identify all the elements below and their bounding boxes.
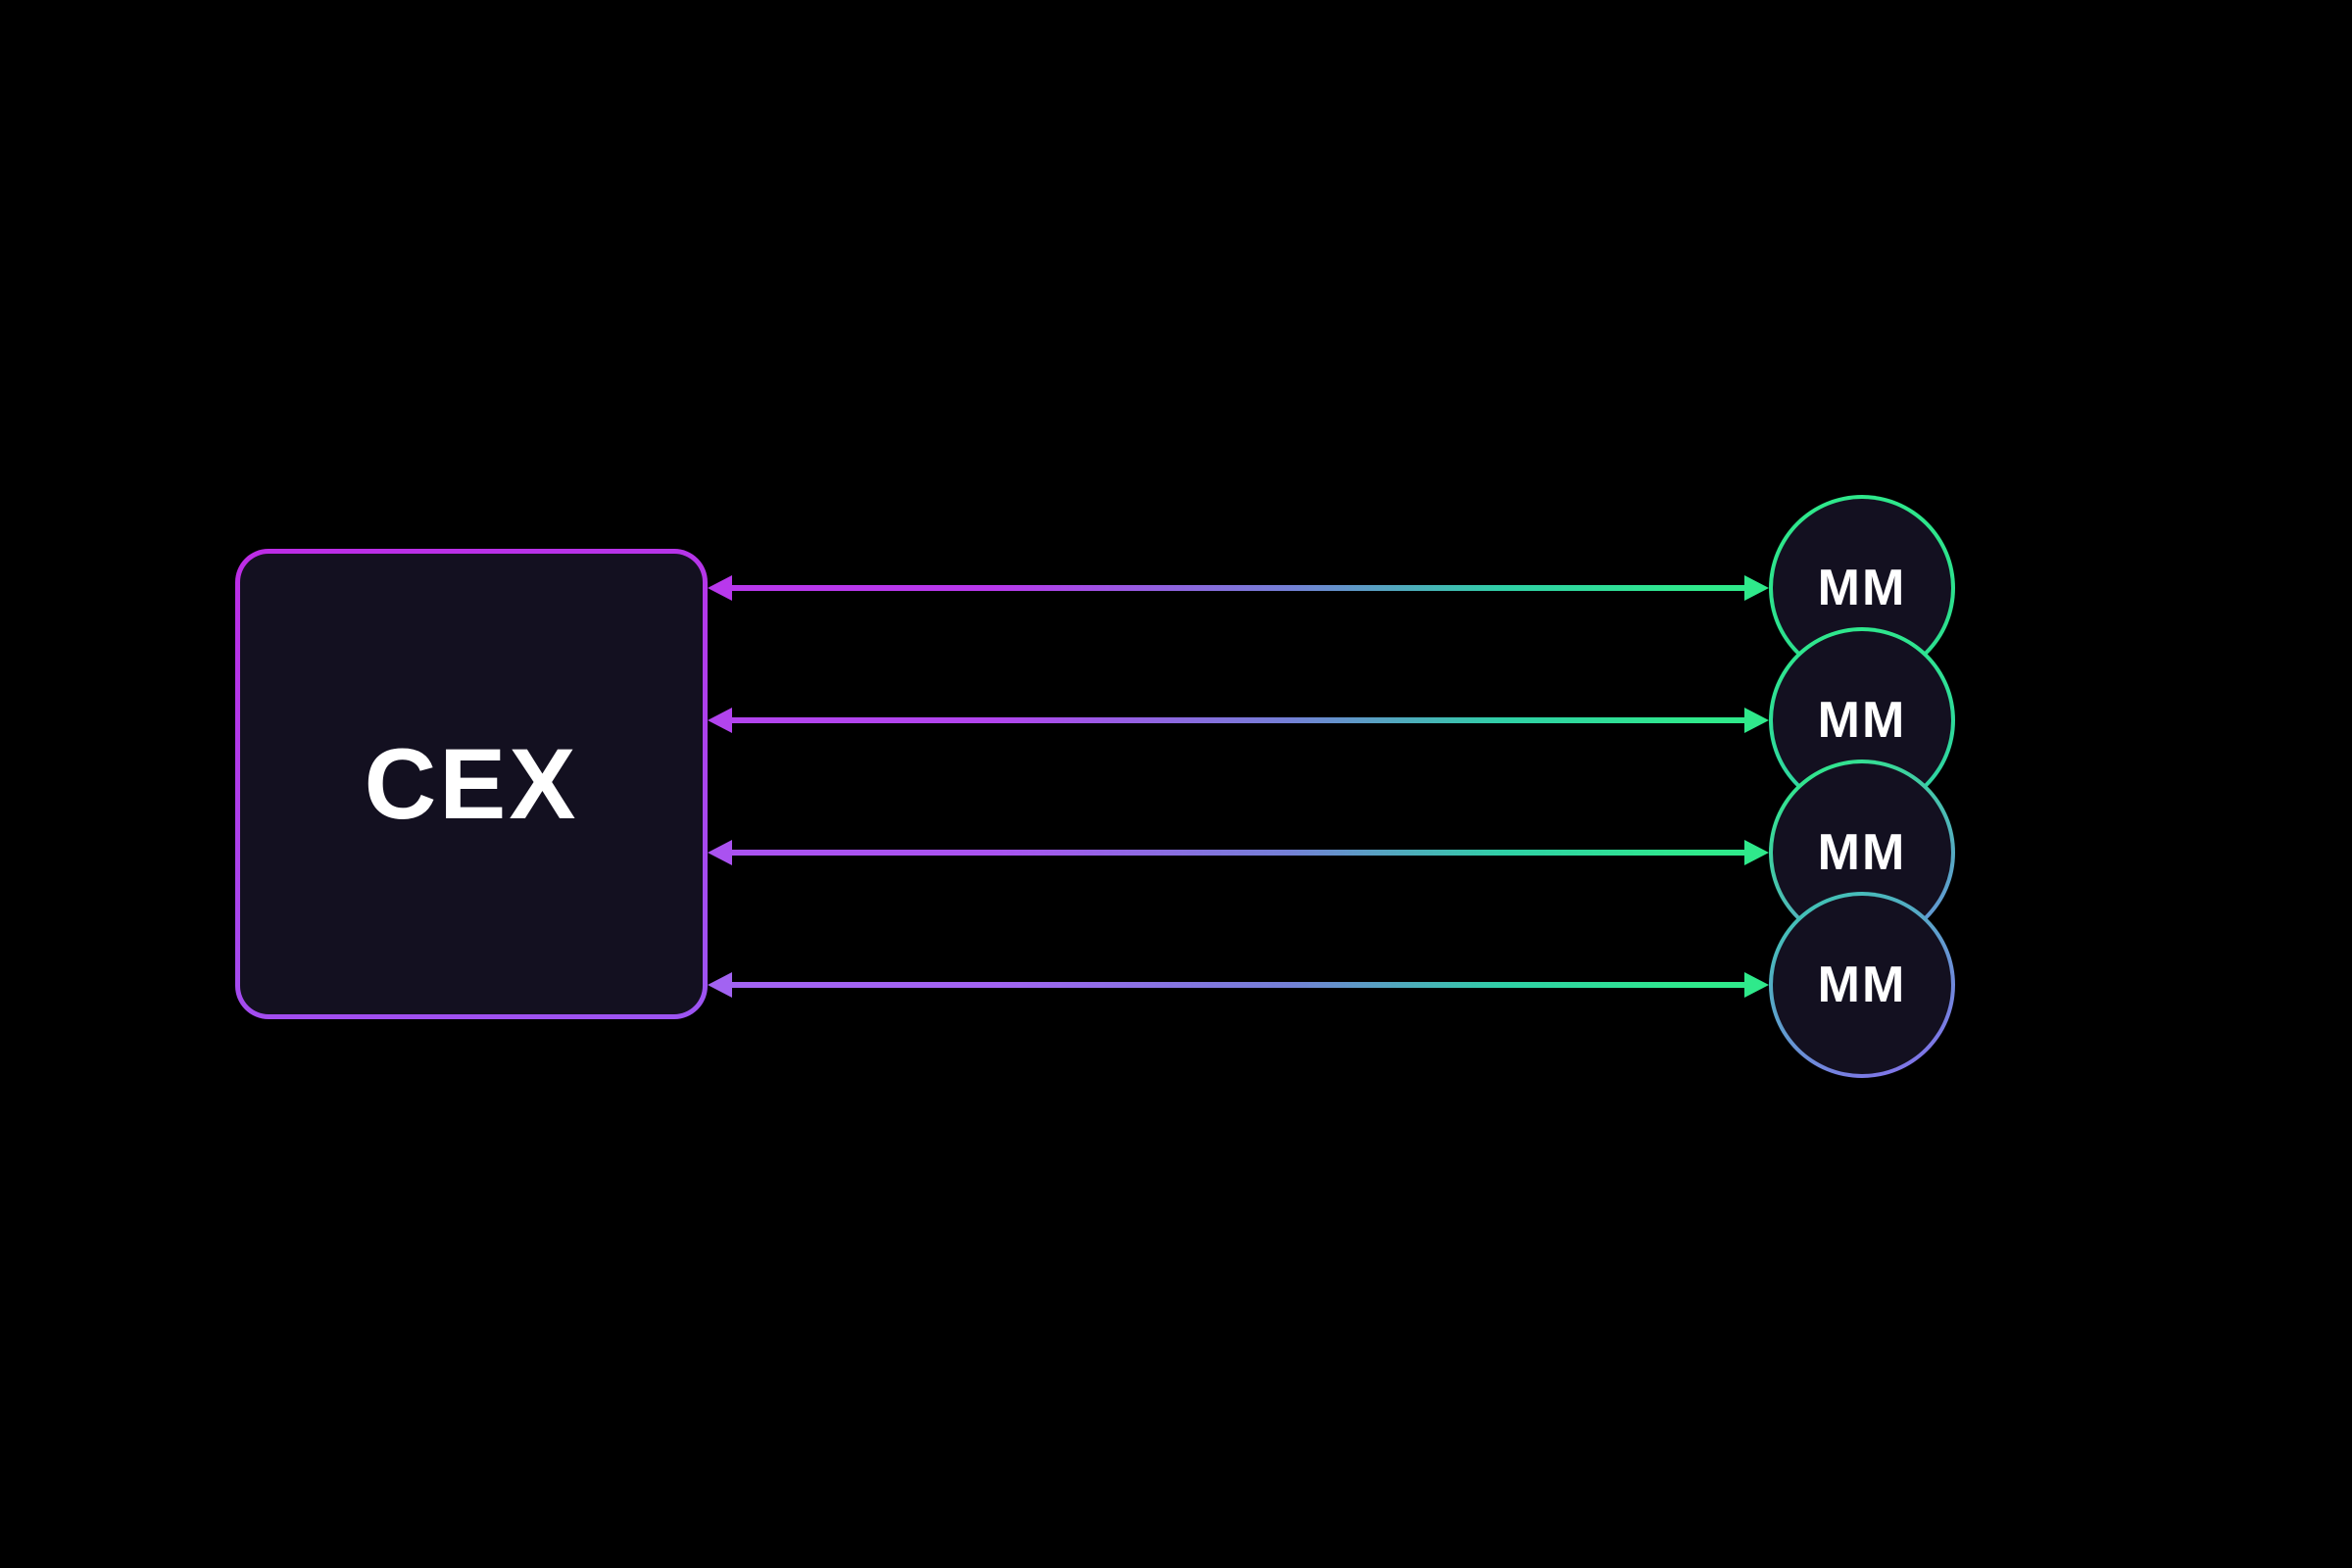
- arrow-line: [727, 717, 1749, 723]
- bidirectional-arrow-4: [708, 972, 1769, 998]
- arrow-right-head-icon: [1744, 840, 1769, 865]
- arrow-right-head-icon: [1744, 972, 1769, 998]
- bidirectional-arrow-1: [708, 575, 1769, 601]
- cex-node: CEX: [235, 549, 708, 1019]
- bidirectional-arrow-3: [708, 840, 1769, 865]
- arrow-right-head-icon: [1744, 575, 1769, 601]
- cex-label: CEX: [364, 728, 579, 840]
- mm-label: MM: [1817, 824, 1907, 881]
- mm-node-4: MM: [1769, 892, 1955, 1078]
- arrow-line: [727, 850, 1749, 856]
- mm-label: MM: [1817, 692, 1907, 749]
- mm-label: MM: [1817, 560, 1907, 616]
- bidirectional-arrow-2: [708, 708, 1769, 733]
- mm-label: MM: [1817, 956, 1907, 1013]
- arrow-line: [727, 982, 1749, 988]
- arrow-line: [727, 585, 1749, 591]
- arrow-right-head-icon: [1744, 708, 1769, 733]
